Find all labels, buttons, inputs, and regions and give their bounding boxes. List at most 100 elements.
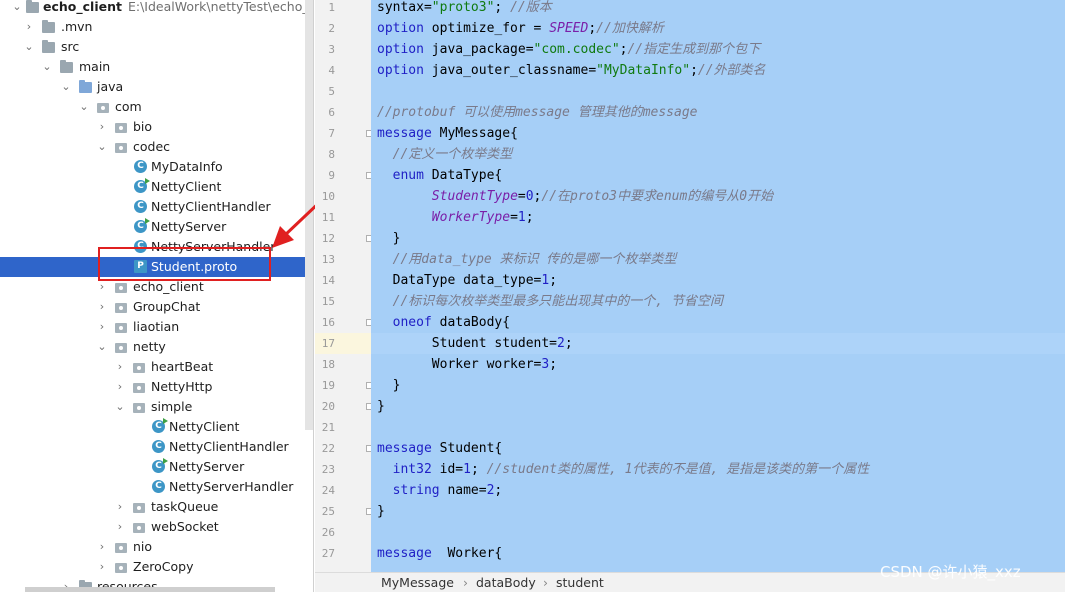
tree-item-taskqueue[interactable]: › taskQueue: [0, 497, 313, 517]
tree-item-liaotian[interactable]: › liaotian: [0, 317, 313, 337]
tree-item-nettyserver[interactable]: C NettyServer: [0, 217, 313, 237]
code-line[interactable]: syntax="proto3"; //版本: [377, 0, 552, 18]
chevron-right-icon[interactable]: ›: [99, 120, 105, 133]
tree-item-main[interactable]: ⌄ main: [0, 57, 313, 77]
chevron-down-icon[interactable]: ⌄: [79, 100, 89, 113]
tree-vertical-scrollbar[interactable]: [305, 0, 313, 430]
line-number: 17: [321, 337, 335, 350]
tree-item-java[interactable]: ⌄ java: [0, 77, 313, 97]
tree-item-src[interactable]: ⌄ src: [0, 37, 313, 57]
code-line[interactable]: enum DataType{: [377, 165, 503, 186]
chevron-right-icon[interactable]: ›: [99, 300, 105, 313]
code-token: Worker{: [431, 546, 503, 561]
tree-item-zerocopy[interactable]: › ZeroCopy: [0, 557, 313, 577]
tree-item-simple-nettyclient[interactable]: C NettyClient: [0, 417, 313, 437]
code-token: [377, 168, 393, 183]
tree-item-student-proto[interactable]: P Student.proto: [0, 257, 313, 277]
chevron-down-icon[interactable]: ⌄: [61, 80, 71, 93]
tree-item-bio[interactable]: › bio: [0, 117, 313, 137]
code-line[interactable]: }: [377, 375, 401, 396]
tree-item-simple-nettyserverhandler[interactable]: C NettyServerHandler: [0, 477, 313, 497]
code-line[interactable]: message Student{: [377, 438, 502, 459]
chevron-right-icon[interactable]: ›: [117, 360, 123, 373]
package-icon: [115, 283, 127, 293]
line-number: 18: [321, 358, 335, 371]
code-token: oneof: [392, 315, 432, 330]
breadcrumb-item-mymessage[interactable]: MyMessage: [381, 575, 454, 590]
code-token: id=: [431, 462, 464, 477]
code-line[interactable]: WorkerType=1;: [377, 207, 534, 228]
code-line[interactable]: StudentType=0;//在proto3中要求enum的编号从0开始: [377, 186, 773, 207]
chevron-right-icon[interactable]: ›: [99, 540, 105, 553]
code-token: //标识每次枚举类型最多只能出现其中的一个, 节省空间: [392, 294, 723, 309]
line-number: 23: [321, 463, 335, 476]
code-line[interactable]: DataType data_type=1;: [377, 270, 557, 291]
class-icon: C: [134, 240, 147, 253]
code-line[interactable]: int32 id=1; //student类的属性, 1代表的不是值, 是指是该…: [377, 459, 870, 480]
code-line[interactable]: //protobuf 可以使用message 管理其他的message: [377, 102, 698, 123]
code-line[interactable]: option optimize_for = SPEED;//加快解析: [377, 18, 664, 39]
tree-item-label: ZeroCopy: [133, 559, 194, 574]
chevron-right-icon[interactable]: ›: [26, 20, 32, 33]
folder-icon: [60, 60, 73, 73]
chevron-down-icon[interactable]: ⌄: [115, 400, 125, 413]
tree-item-websocket[interactable]: › webSocket: [0, 517, 313, 537]
tree-item-simple-nettyclienthandler[interactable]: C NettyClientHandler: [0, 437, 313, 457]
code-line[interactable]: }: [377, 228, 401, 249]
tree-item-groupchat[interactable]: › GroupChat: [0, 297, 313, 317]
chevron-down-icon[interactable]: ⌄: [12, 0, 22, 13]
code-line[interactable]: string name=2;: [377, 480, 503, 501]
breadcrumb-item-student[interactable]: student: [556, 575, 604, 590]
chevron-right-icon[interactable]: ›: [99, 320, 105, 333]
chevron-right-icon[interactable]: ›: [117, 520, 123, 533]
tree-item-mydatainfo[interactable]: C MyDataInfo: [0, 157, 313, 177]
breadcrumb-item-databody[interactable]: dataBody: [476, 575, 536, 590]
tree-item-label: codec: [133, 139, 171, 154]
code-editor[interactable]: [371, 0, 1065, 572]
code-line[interactable]: //用data_type 来标识 传的是哪一个枚举类型: [377, 249, 677, 270]
tree-item-nettyclient[interactable]: C NettyClient: [0, 177, 313, 197]
tree-item-nettyclienthandler[interactable]: C NettyClientHandler: [0, 197, 313, 217]
code-line[interactable]: //定义一个枚举类型: [377, 144, 513, 165]
code-line[interactable]: oneof dataBody{: [377, 312, 510, 333]
code-line[interactable]: Student student=2;: [377, 333, 573, 354]
tree-item-codec[interactable]: ⌄ codec: [0, 137, 313, 157]
tree-item-echo-client[interactable]: › echo_client: [0, 277, 313, 297]
code-line[interactable]: message MyMessage{: [377, 123, 518, 144]
tree-item-nettyhttp[interactable]: › NettyHttp: [0, 377, 313, 397]
chevron-down-icon[interactable]: ⌄: [42, 60, 52, 73]
code-line[interactable]: Worker worker=3;: [377, 354, 557, 375]
code-line[interactable]: }: [377, 501, 385, 522]
code-line[interactable]: //标识每次枚举类型最多只能出现其中的一个, 节省空间: [377, 291, 723, 312]
line-number: 12: [321, 232, 335, 245]
code-line[interactable]: option java_outer_classname="MyDataInfo"…: [377, 60, 766, 81]
chevron-down-icon[interactable]: ⌄: [97, 340, 107, 353]
tree-horizontal-scrollbar[interactable]: [25, 587, 275, 592]
line-number: 22: [321, 442, 335, 455]
code-token: ;: [690, 63, 698, 78]
tree-item-simple-nettyserver[interactable]: C NettyServer: [0, 457, 313, 477]
tree-item-netty[interactable]: ⌄ netty: [0, 337, 313, 357]
code-token: ;: [549, 357, 558, 372]
chevron-right-icon[interactable]: ›: [117, 380, 123, 393]
tree-item-nettyserverhandler[interactable]: C NettyServerHandler: [0, 237, 313, 257]
tree-item-label: bio: [133, 119, 153, 134]
code-line[interactable]: }: [377, 396, 385, 417]
tree-item-mvn[interactable]: › .mvn: [0, 17, 313, 37]
tree-item-heartbeat[interactable]: › heartBeat: [0, 357, 313, 377]
tree-item-label: NettyServerHandler: [151, 239, 276, 254]
tree-item-com[interactable]: ⌄ com: [0, 97, 313, 117]
chevron-right-icon[interactable]: ›: [117, 500, 123, 513]
tree-item-simple[interactable]: ⌄ simple: [0, 397, 313, 417]
chevron-right-icon[interactable]: ›: [99, 560, 105, 573]
code-line[interactable]: option java_package="com.codec";//指定生成到那…: [377, 39, 760, 60]
chevron-down-icon[interactable]: ⌄: [97, 140, 107, 153]
chevron-down-icon[interactable]: ⌄: [24, 40, 34, 53]
code-line[interactable]: message Worker{: [377, 543, 502, 564]
chevron-right-icon[interactable]: ›: [99, 280, 105, 293]
tree-item-label: src: [61, 39, 80, 54]
chevron-right-icon[interactable]: ›: [63, 580, 69, 592]
tree-item-nio[interactable]: › nio: [0, 537, 313, 557]
line-number: 2: [328, 22, 335, 35]
